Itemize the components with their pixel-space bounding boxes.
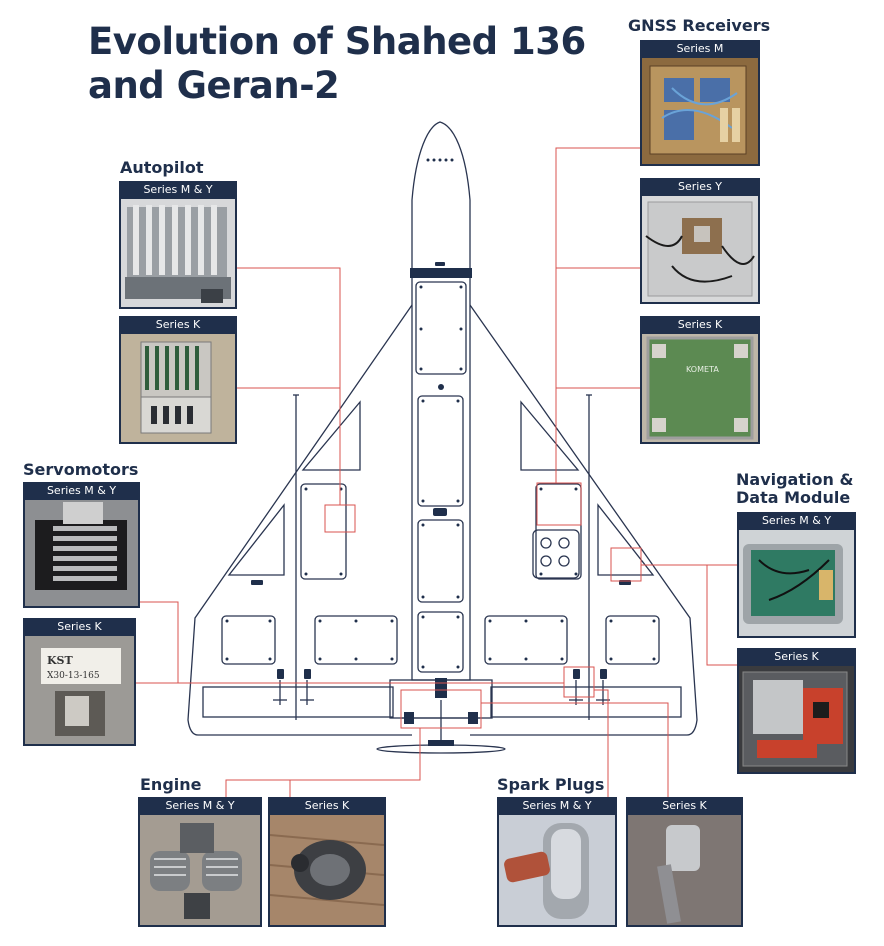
card-caption: Series M [676,42,724,55]
connector-lines [136,147,738,797]
card-caption: Series K [677,318,723,331]
photo-navigation-series-my [739,530,854,636]
drone-outline [187,121,698,754]
heading-navigation-line-2: Data Module [736,488,851,507]
photo-engine-series-k [270,815,384,925]
card-servomotors-series-k: Series K KST X30-13-165 [23,618,136,746]
photo-servomotors-series-my [25,500,138,606]
card-engine-series-my: Series M & Y [138,797,262,927]
card-autopilot-series-k: Series K [119,316,237,444]
photo-autopilot-series-k [121,334,235,442]
photo-gnss-series-k: KOMETA [642,334,758,442]
photo-autopilot-series-my [121,199,235,307]
drone-details [225,158,656,746]
photo-servomotors-series-k: KST X30-13-165 [25,636,134,744]
photo-navigation-series-k [739,666,854,772]
heading-gnss-receivers: GNSS Receivers [628,16,771,35]
card-gnss-series-y: Series Y [640,178,760,304]
card-gnss-series-m: Series M [640,40,760,166]
card-caption: Series K [155,318,201,331]
heading-spark-plugs: Spark Plugs [497,775,605,794]
card-servomotors-series-my: Series M & Y [23,482,140,608]
card-autopilot-series-my: Series M & Y [119,181,237,309]
title-line-2: and Geran-2 [88,64,340,107]
card-caption: Series K [662,799,707,812]
card-spark-plugs-series-k: Series K [626,797,743,927]
card-caption: Series K [57,620,102,633]
page-title: Evolution of Shahed 136 and Geran-2 [88,20,586,108]
card-caption: Series M & Y [522,799,592,812]
photo-spark-plugs-series-k [628,815,741,925]
card-caption: Series M & Y [761,514,832,527]
card-navigation-series-k: Series K [737,648,856,774]
heading-autopilot: Autopilot [120,158,204,177]
kst-label: KST [47,654,74,667]
photo-spark-plugs-series-my [499,815,615,925]
card-caption: Series K [774,650,819,663]
card-engine-series-k: Series K [268,797,386,927]
heading-servomotors: Servomotors [23,460,139,479]
card-gnss-series-k: Series K KOMETA [640,316,760,444]
card-caption: Series K [304,799,350,812]
card-caption: Series M & Y [46,484,117,497]
photo-gnss-series-y [642,196,758,302]
kometa-label: KOMETA [686,365,719,374]
card-caption: Series M & Y [165,799,235,812]
heading-navigation-line-1: Navigation & [736,470,854,489]
card-caption: Series Y [677,180,723,193]
photo-gnss-series-m [642,58,758,164]
card-caption: Series M & Y [143,183,213,196]
heading-engine: Engine [140,775,202,794]
photo-engine-series-my [140,815,260,925]
card-navigation-series-my: Series M & Y [737,512,856,638]
kst-model: X30-13-165 [47,671,100,681]
card-spark-plugs-series-my: Series M & Y [497,797,617,927]
title-line-1: Evolution of Shahed 136 [88,20,586,63]
